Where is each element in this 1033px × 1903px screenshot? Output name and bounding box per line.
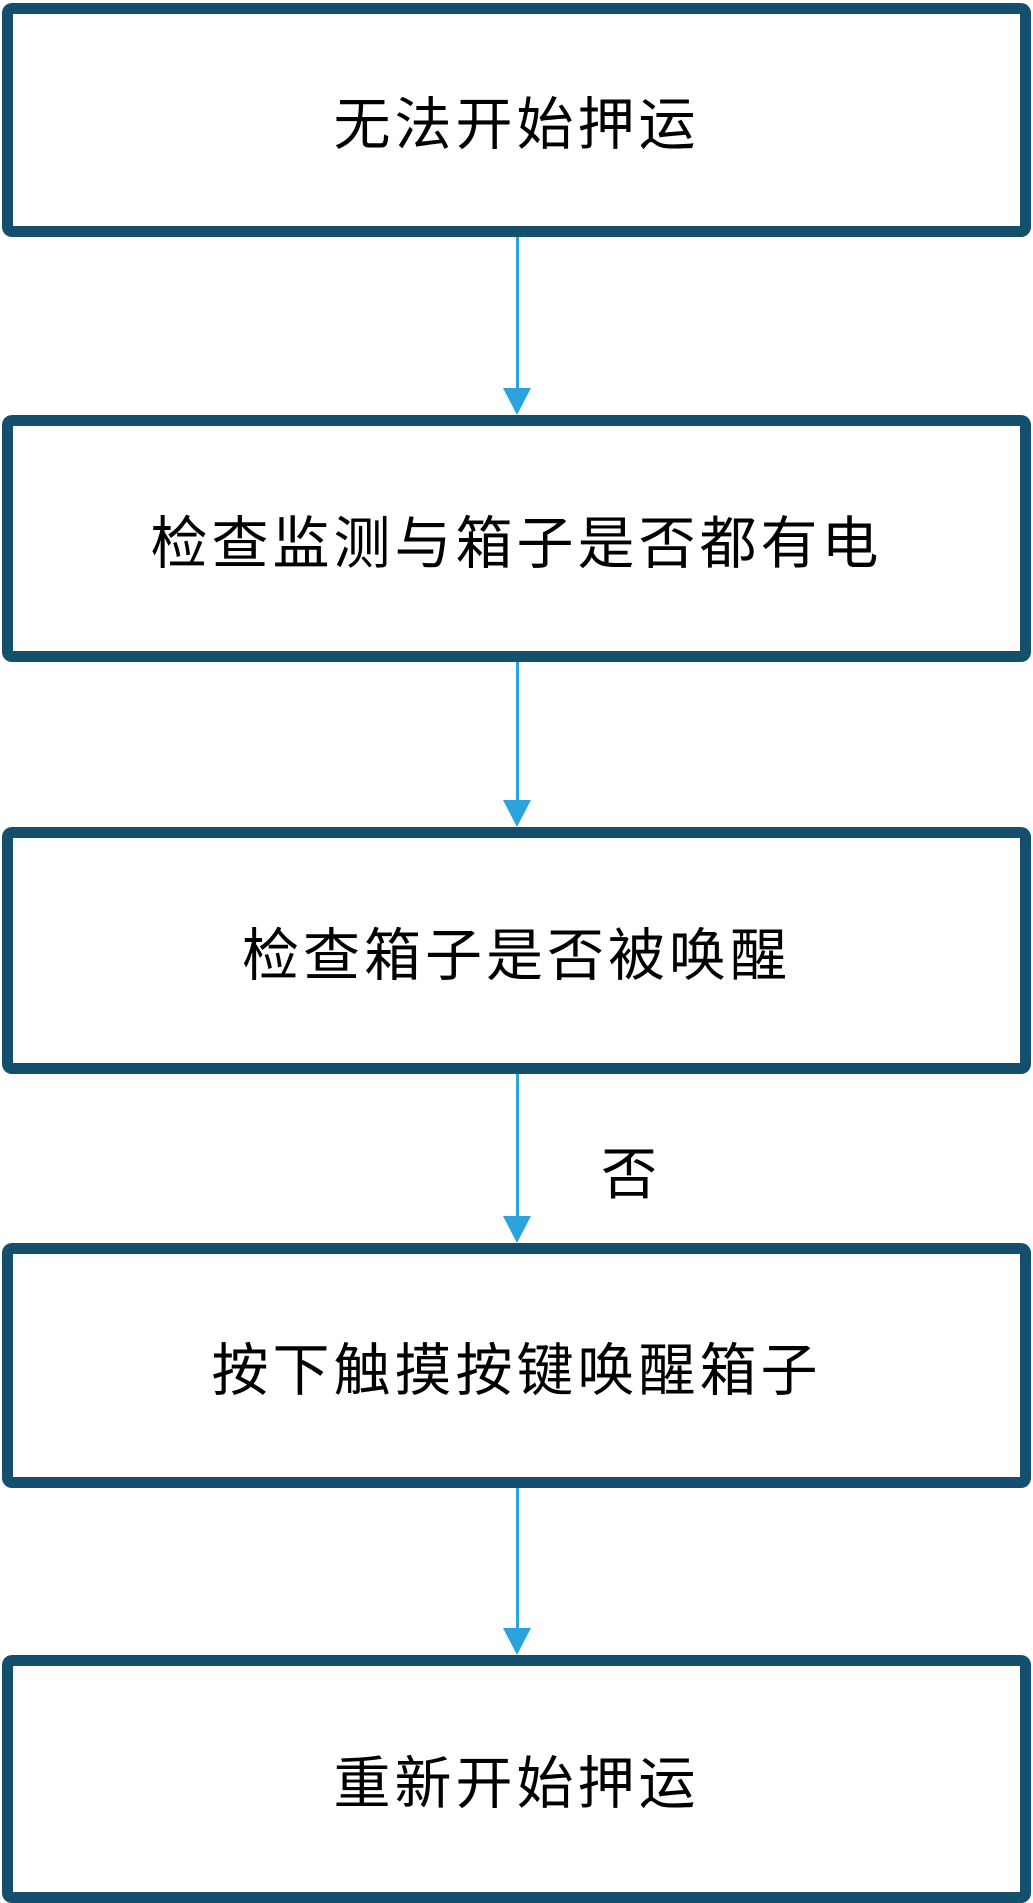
arrow-shaft bbox=[515, 1488, 519, 1633]
arrowhead-down-icon bbox=[503, 1628, 531, 1655]
node-label: 无法开始押运 bbox=[333, 92, 700, 158]
down-arrow bbox=[503, 1074, 531, 1243]
arrowhead-down-icon bbox=[503, 388, 531, 415]
node-label: 按下触摸按键唤醒箱子 bbox=[211, 1337, 822, 1404]
node-restart-escort: 重新开始押运 bbox=[2, 1655, 1031, 1903]
arrow-shaft bbox=[515, 1074, 519, 1221]
arrow-shaft bbox=[515, 237, 519, 393]
edge-label-no: 否 bbox=[601, 1143, 657, 1208]
node-press-touch-button-wake-box: 按下触摸按键唤醒箱子 bbox=[2, 1243, 1031, 1488]
node-check-box-awakened: 检查箱子是否被唤醒 bbox=[2, 827, 1031, 1074]
node-unable-to-start-escort: 无法开始押运 bbox=[2, 3, 1031, 237]
node-check-monitor-and-box-power: 检查监测与箱子是否都有电 bbox=[2, 415, 1031, 662]
arrowhead-down-icon bbox=[503, 1216, 531, 1243]
arrow-shaft bbox=[515, 662, 519, 805]
down-arrow bbox=[503, 662, 531, 827]
down-arrow bbox=[503, 1488, 531, 1655]
down-arrow bbox=[503, 237, 531, 415]
node-label: 检查箱子是否被唤醒 bbox=[242, 922, 791, 989]
node-label: 检查监测与箱子是否都有电 bbox=[150, 510, 883, 577]
arrowhead-down-icon bbox=[503, 800, 531, 827]
node-label: 重新开始押运 bbox=[333, 1751, 700, 1817]
